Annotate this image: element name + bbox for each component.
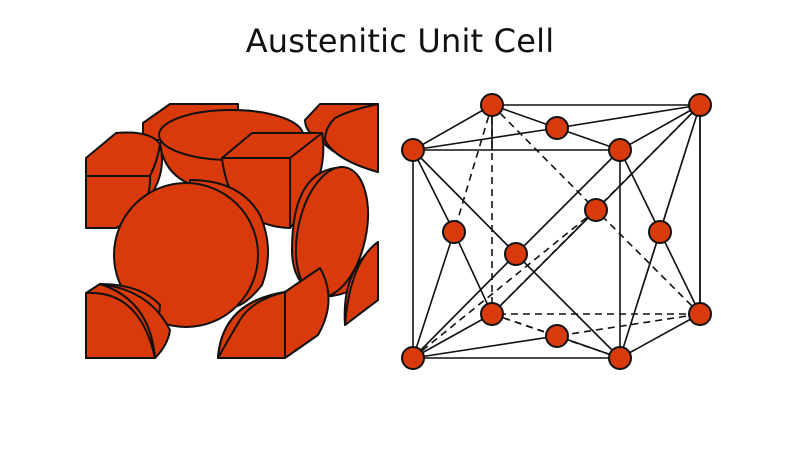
atom-face-left [442, 220, 466, 244]
atom-face-right [648, 220, 672, 244]
corner-atom-back-top-right [304, 103, 379, 173]
atom-corner-front-bottom-right [608, 346, 632, 370]
diagram-title: Austenitic Unit Cell [245, 22, 555, 60]
corner-atom-back-bottom-right [343, 241, 379, 326]
atom-face-bottom [545, 324, 569, 348]
face-atom-right [291, 166, 369, 298]
atom-corner-back-top-right [688, 93, 712, 117]
atom-corner-front-top-left [401, 138, 425, 162]
atom-face-front [504, 242, 528, 266]
atom-corner-front-bottom-left [401, 346, 425, 370]
corner-atom-front-bottom-left [85, 283, 171, 359]
face-atom-front [113, 179, 270, 328]
atom-corner-front-top-right [608, 138, 632, 162]
atom-corner-back-bottom-left [480, 302, 504, 326]
ball-and-stick-model [401, 93, 712, 370]
atom-corner-back-bottom-right [688, 302, 712, 326]
atom-face-back [584, 198, 608, 222]
atom-corner-back-top-left [480, 93, 504, 117]
corner-atom-front-bottom-right [217, 267, 330, 359]
atom-face-top [545, 116, 569, 140]
